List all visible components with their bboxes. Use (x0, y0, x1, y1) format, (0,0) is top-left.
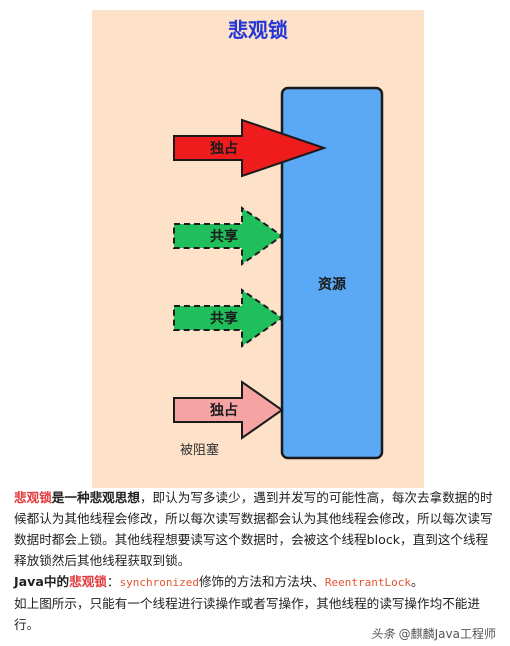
period: 。 (410, 574, 424, 589)
watermark-brand: 头条 (370, 627, 395, 641)
lock-type-label: 共享 (210, 310, 238, 327)
paragraph-figure-note: 如上图所示，只能有一个线程进行读操作或者写操作，其他线程的读写操作均不能进行。 (14, 596, 480, 632)
term-pessimistic-lock-java: 悲观锁 (69, 574, 107, 589)
definition-emphasis: 是一种悲观思想 (51, 490, 140, 505)
colon: ： (106, 574, 120, 589)
diagram-canvas: 悲观锁 资源 写操作独占读操作共享读操作共享写操作独占 被阻塞 (173, 18, 384, 460)
definition-text: ，即认为写多读少，遇到并发写的可能性高，每次去拿数据的时候都认为其他线程会修改，… (14, 490, 493, 568)
code-synchronized: synchronized (119, 576, 199, 589)
paragraph-definition: 悲观锁是一种悲观思想，即认为写多读少，遇到并发写的可能性高，每次去拿数据的时候都… (14, 487, 498, 571)
shared-lock-arrow (173, 206, 284, 266)
shared-lock-arrow (173, 288, 284, 348)
lock-type-label: 共享 (210, 228, 238, 245)
paragraph-java: Java中的悲观锁：synchronized修饰的方法和方法块、Reentran… (14, 571, 498, 593)
resource-label: 资源 (318, 276, 346, 293)
term-pessimistic-lock: 悲观锁 (14, 490, 52, 505)
code-reentrantlock: ReentrantLock (324, 576, 411, 589)
article-body: 悲观锁是一种悲观思想，即认为写多读少，遇到并发写的可能性高，每次去拿数据的时候都… (14, 487, 498, 635)
java-mid-text: 修饰的方法和方法块、 (198, 574, 325, 589)
lock-type-label: 独占 (210, 402, 238, 419)
pessimistic-lock-diagram: 悲观锁 资源 写操作独占读操作共享读操作共享写操作独占 被阻塞 (92, 10, 424, 488)
lock-type-label: 独占 (210, 140, 238, 157)
diagram-title: 悲观锁 (228, 18, 288, 42)
watermark-handle: @麒麟Java工程师 (398, 627, 496, 641)
exclusive-lock-arrow (173, 118, 328, 178)
watermark: 头条 @麒麟Java工程师 (371, 625, 496, 642)
exclusive-lock-arrow (173, 380, 284, 440)
blocked-label: 被阻塞 (180, 442, 219, 458)
java-prefix: Java中的 (14, 574, 70, 589)
resource-block (280, 86, 384, 460)
